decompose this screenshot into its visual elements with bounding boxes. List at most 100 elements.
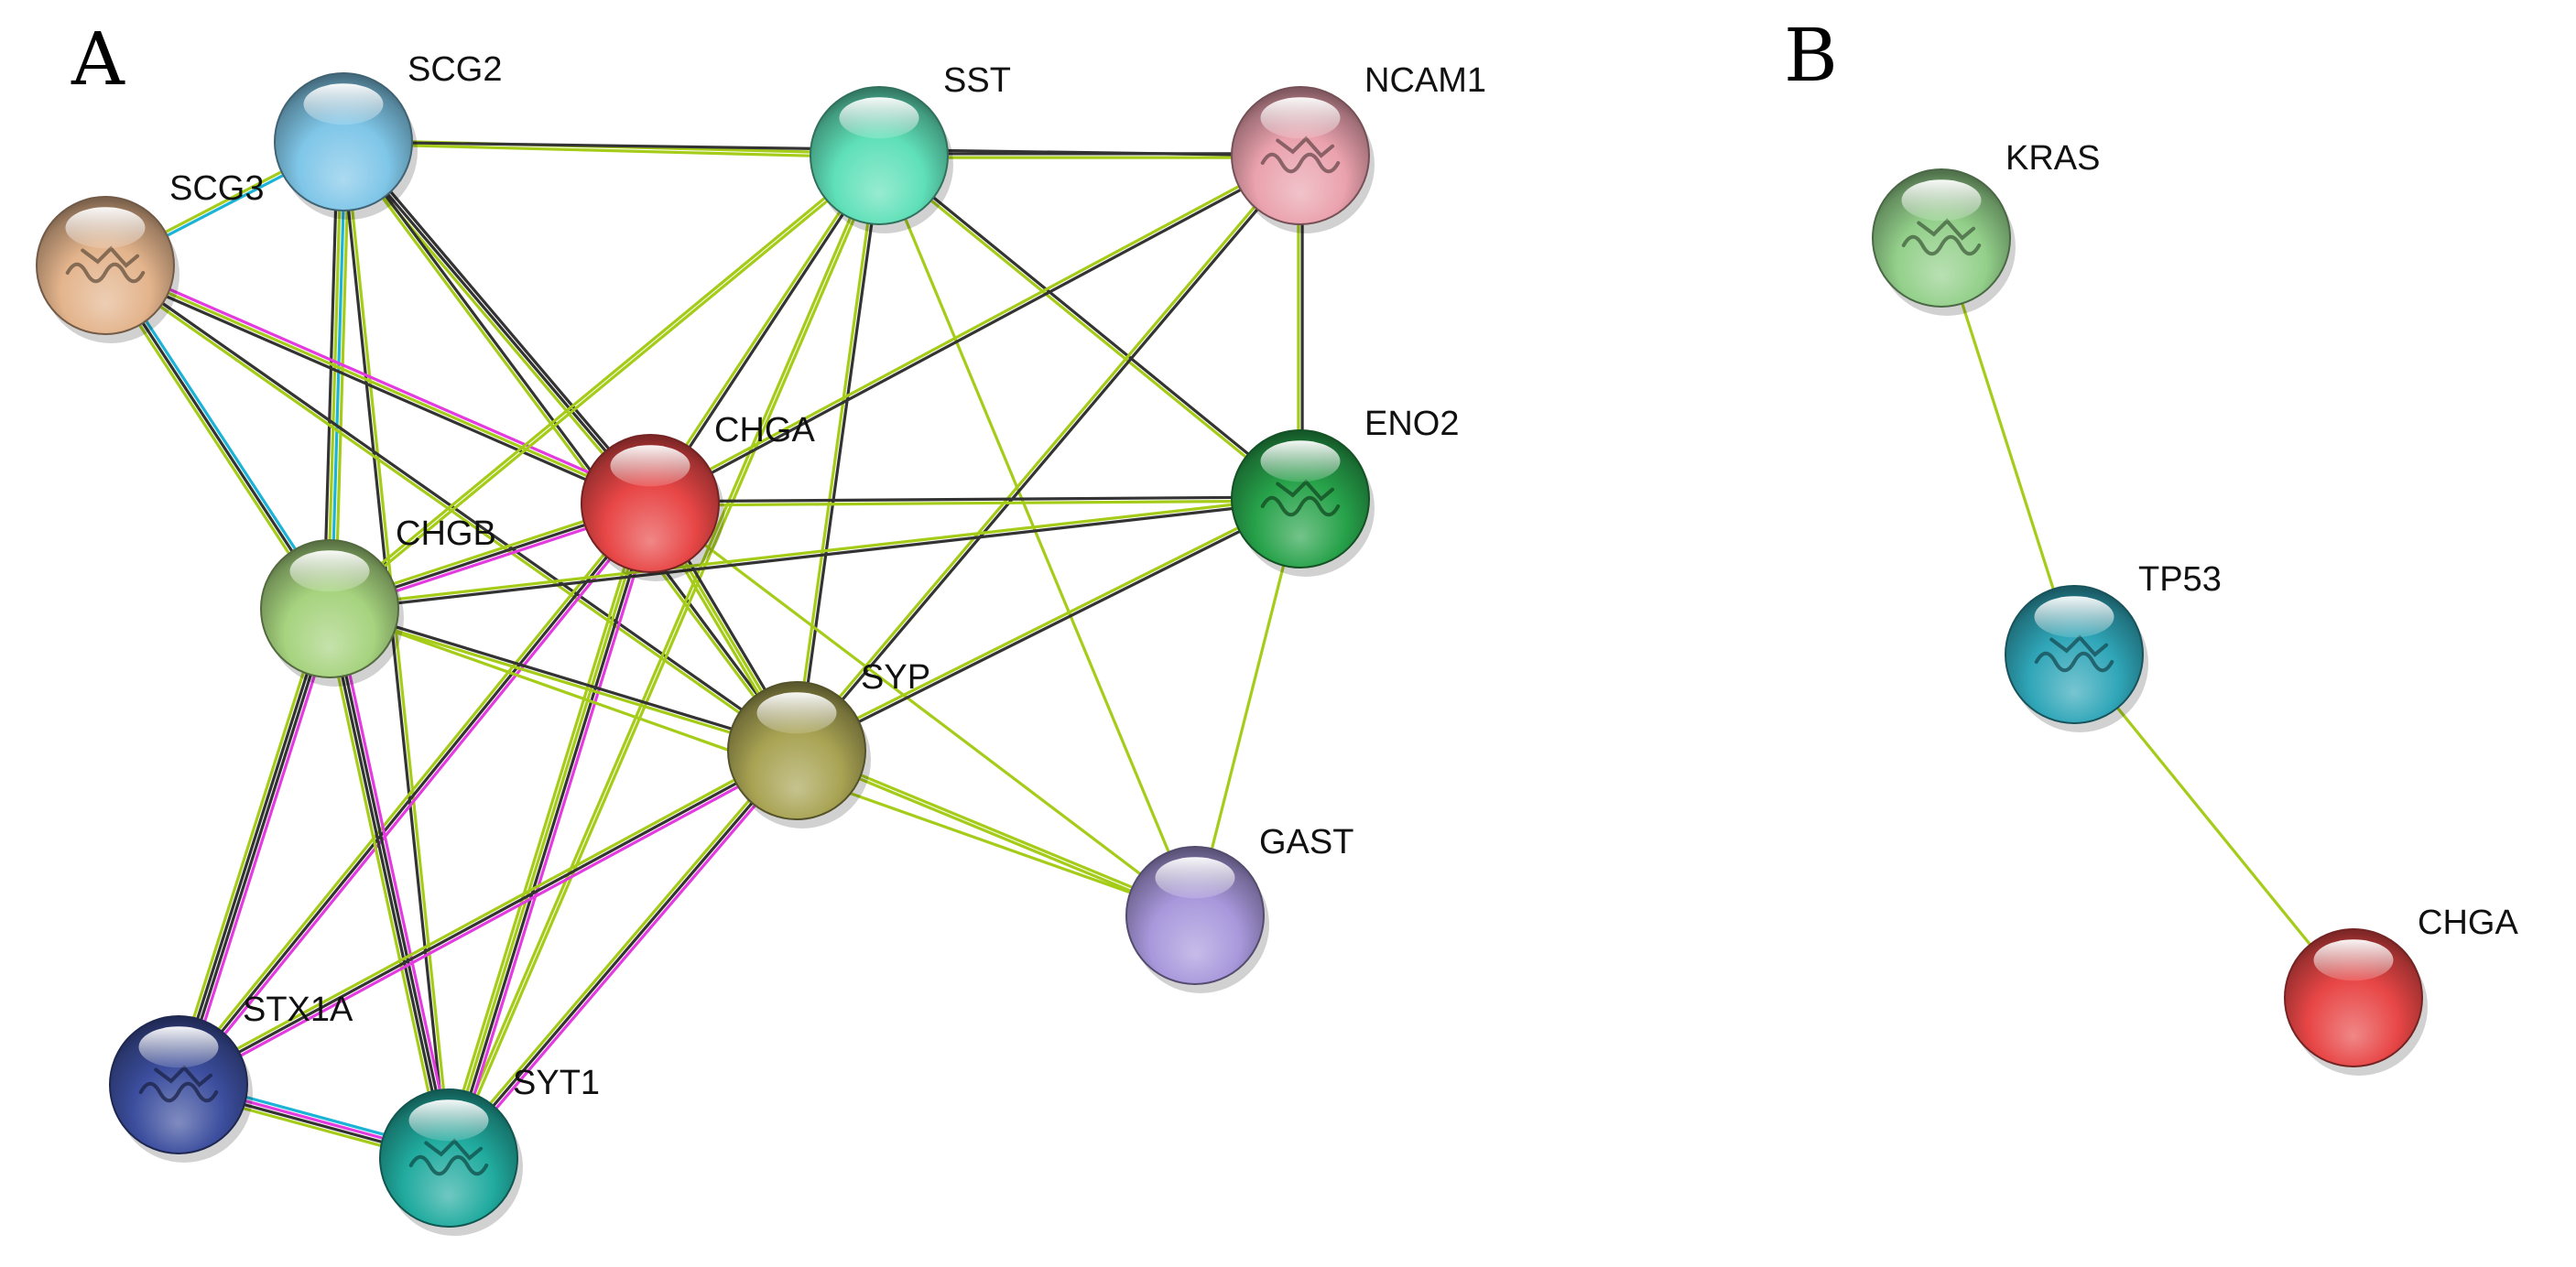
evidence-line-yellow-green (794, 153, 1300, 751)
node-eno2[interactable]: ENO2 (1231, 405, 1459, 577)
evidence-line-yellow-green (104, 264, 651, 505)
evidence-line-yellow-green (176, 745, 796, 1083)
edge-sst-eno2 (876, 153, 1303, 502)
evidence-line-magenta (180, 504, 655, 1088)
node-scg3[interactable]: SCG3 (36, 169, 264, 343)
evidence-line-black (330, 605, 799, 751)
evidence-line-yellow-green (171, 606, 326, 1084)
edge-chgb-stx1a (171, 606, 337, 1088)
evidence-line-yellow-green (795, 495, 1300, 751)
evidence-line-yellow-green (174, 500, 648, 1084)
node-gloss (839, 97, 919, 139)
edge-chga-gast (649, 502, 1196, 917)
node-scg2[interactable]: SCG2 (274, 50, 502, 220)
edge-sst-ncam1 (879, 152, 1300, 159)
evidence-line-black (797, 499, 1302, 754)
node-label-syt1: SYT1 (513, 1064, 600, 1102)
node-label-tp53: TP53 (2138, 560, 2222, 599)
evidence-line-yellow-green (649, 502, 1196, 917)
node-label-kras: KRAS (2005, 139, 2100, 178)
node-label-ncam1: NCAM1 (1364, 61, 1486, 100)
node-ncam1[interactable]: NCAM1 (1231, 61, 1486, 233)
edge-sst-syt1 (445, 154, 883, 1160)
node-syp[interactable]: SYP (727, 658, 930, 828)
node-gloss (2034, 596, 2114, 638)
evidence-line-yellow-green (877, 155, 1197, 916)
evidence-line-magenta (333, 607, 456, 1158)
node-stx1a[interactable]: STX1A (109, 991, 353, 1163)
evidence-line-yellow-green (342, 142, 879, 159)
node-chga[interactable]: CHGA (581, 411, 815, 581)
evidence-line-black (330, 499, 1301, 612)
edge-ncam1-chga (648, 152, 1302, 507)
node-sst[interactable]: SST (810, 61, 1011, 233)
node-syt1[interactable]: SYT1 (379, 1064, 600, 1236)
evidence-line-yellow-green (330, 156, 882, 612)
node-gast[interactable]: GAST (1125, 823, 1353, 993)
evidence-line-black (797, 156, 883, 752)
protein-structure-icon (65, 245, 146, 284)
node-chgb[interactable]: CHGB (260, 514, 496, 687)
node-chga[interactable]: CHGA (2284, 904, 2518, 1076)
node-label-eno2: ENO2 (1364, 405, 1459, 443)
node-gloss (289, 550, 370, 592)
edge-eno2-syp (795, 495, 1302, 754)
panel-letter-a: A (71, 16, 125, 102)
evidence-line-black (179, 609, 333, 1087)
evidence-line-magenta (179, 753, 799, 1090)
protein-structure-icon (1260, 479, 1341, 517)
edge-chgb-syt1 (322, 607, 456, 1160)
node-gloss (1260, 97, 1341, 139)
node-kras[interactable]: KRAS (1872, 139, 2100, 316)
evidence-line-yellow-green (1940, 237, 2076, 655)
evidence-line-cyan (330, 142, 347, 610)
evidence-line-black (797, 156, 1303, 753)
evidence-line-black (177, 502, 652, 1087)
edge-syp-gast (795, 747, 1197, 919)
edge-scg2-chgb (322, 141, 351, 610)
evidence-line-magenta (450, 752, 801, 1162)
evidence-line-yellow-green (2072, 653, 2355, 1000)
node-gloss (1260, 440, 1341, 482)
evidence-line-yellow-green (103, 265, 797, 754)
evidence-line-black (340, 142, 449, 1159)
evidence-line-yellow-green (444, 747, 796, 1157)
evidence-line-yellow-green (329, 495, 1300, 609)
evidence-line-yellow-green (343, 141, 452, 1158)
node-label-sst: SST (943, 61, 1011, 100)
edge-layer-b (1940, 237, 2355, 1000)
protein-structure-icon (408, 1138, 489, 1176)
node-label-syp: SYP (861, 658, 930, 697)
edge-chgb-syp (328, 605, 799, 754)
node-tp53[interactable]: TP53 (2005, 560, 2222, 732)
node-gloss (610, 445, 690, 487)
node-gloss (1901, 179, 1982, 222)
edge-eno2-chgb (329, 495, 1301, 612)
edge-syp-stx1a (176, 745, 799, 1090)
node-gloss (138, 1026, 219, 1068)
edge-tp53-chga (2072, 653, 2355, 1000)
node-gloss (1155, 857, 1235, 899)
evidence-line-yellow-green (322, 609, 445, 1160)
evidence-line-yellow-green (326, 141, 343, 609)
protein-structure-icon (2034, 634, 2114, 673)
evidence-line-magenta (182, 610, 337, 1088)
evidence-line-yellow-green (328, 609, 797, 754)
edge-scg2-syt1 (340, 141, 452, 1159)
evidence-line-yellow-green (795, 751, 1195, 919)
node-label-chgb: CHGB (396, 514, 496, 553)
edge-ncam1-syp (794, 153, 1303, 753)
evidence-line-black (326, 609, 449, 1159)
edge-chga-eno2 (649, 495, 1301, 507)
evidence-line-black (879, 153, 1303, 499)
node-label-stx1a: STX1A (243, 991, 353, 1029)
evidence-line-black (649, 495, 1300, 504)
evidence-line-black (175, 607, 330, 1085)
protein-structure-icon (1901, 218, 1982, 256)
evidence-line-black (322, 141, 340, 609)
panel-letter-b: B (1784, 13, 1838, 98)
node-label-gast: GAST (1259, 823, 1353, 861)
node-gloss (2313, 939, 2394, 981)
